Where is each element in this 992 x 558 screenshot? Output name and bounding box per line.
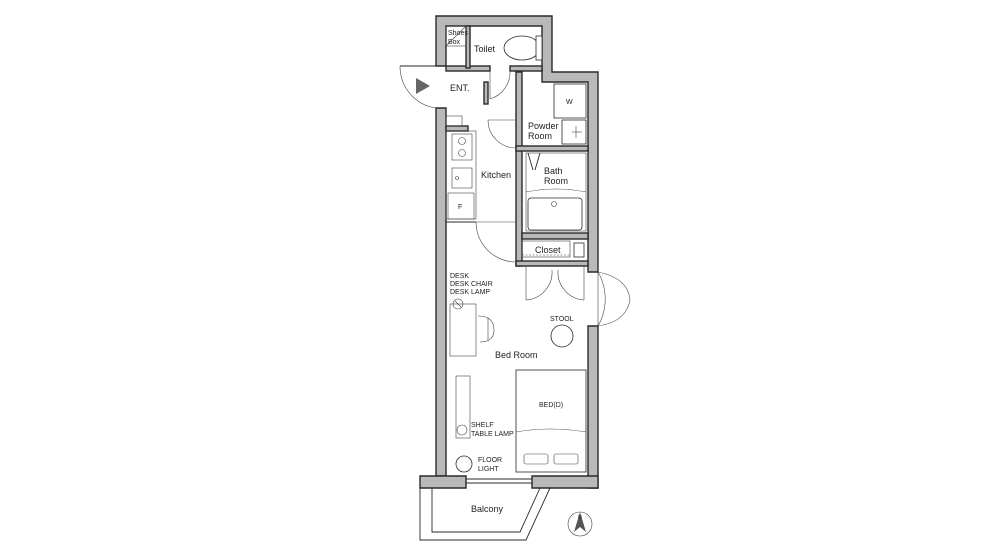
- washer-label: W: [566, 99, 573, 106]
- shelf-box: [455, 375, 471, 439]
- table-lamp-icon: [456, 424, 468, 436]
- floor-light-icon: [455, 455, 473, 473]
- toilet-bowl-icon: [503, 35, 541, 61]
- compass-label: N: [578, 515, 582, 521]
- shoes-box-label: Shoes Box: [448, 30, 470, 46]
- exterior-walls: [419, 15, 599, 489]
- shoes-box: [445, 25, 467, 47]
- desk-box: [449, 303, 477, 357]
- pillow-left: [523, 453, 549, 465]
- north-arrow-icon: [567, 511, 593, 537]
- floor-light-label: FLOOR LIGHT: [478, 457, 504, 473]
- kitchen-label: Kitchen: [481, 170, 511, 180]
- washer-box: [553, 83, 587, 119]
- balcony-label: Balcony: [471, 504, 504, 514]
- desk-set-label: DESK DESK CHAIR DESK LAMP: [450, 273, 495, 296]
- sink-icon: [451, 167, 473, 189]
- entrance-arrow-icon: [416, 78, 430, 94]
- entrance-label: ENT.: [450, 83, 470, 93]
- interior-walls: [445, 25, 589, 267]
- stool-icon: [550, 324, 574, 348]
- pillow-right: [553, 453, 579, 465]
- bathtub-icon: [527, 197, 583, 231]
- fridge-box: [447, 192, 475, 220]
- desk-chair-icon: [477, 315, 495, 343]
- powder-room-label: Powder Room: [528, 121, 561, 141]
- bed-room-label: Bed Room: [495, 350, 538, 360]
- bed-box: [515, 369, 587, 473]
- stove-icon: [451, 133, 473, 161]
- bath-room-label: Bath Room: [544, 166, 568, 186]
- toilet-label: Toilet: [474, 44, 496, 54]
- closet-label: Closet: [535, 245, 561, 255]
- stool-label: STOOL: [550, 316, 574, 323]
- fridge-label: F: [458, 204, 462, 211]
- desk-lamp-icon: [452, 298, 464, 310]
- balcony-outline: [419, 487, 551, 541]
- shelf-label: SHELF TABLE LAMP: [471, 422, 514, 438]
- entrance-door: [399, 65, 437, 109]
- bed-label: BED(D): [539, 402, 563, 409]
- closet-box: [521, 240, 571, 258]
